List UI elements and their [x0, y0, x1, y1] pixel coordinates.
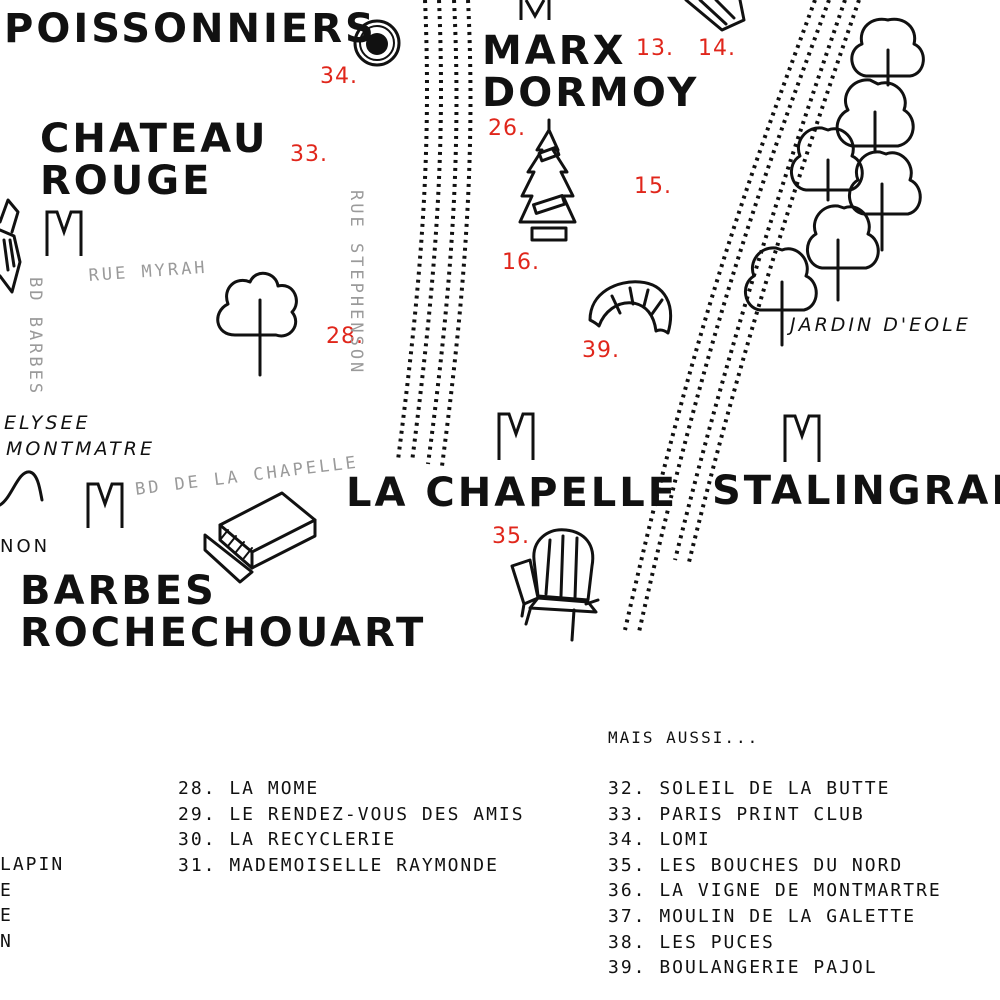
legend-item: N — [0, 930, 13, 952]
street-bd-barbes: BD BARBES — [25, 277, 45, 397]
station-poissonniers: POISSONNIERS — [4, 6, 377, 52]
cinema-seat-icon — [510, 528, 600, 642]
marker-13: 13. — [636, 36, 674, 61]
legend-item: 37. MOULIN DE LA GALETTE — [608, 905, 917, 927]
metro-icon — [45, 0, 821, 528]
station-marx-dormoy: MARX DORMOY — [482, 28, 700, 116]
station-barbes-rochechouart: BARBES ROCHECHOUART — [20, 568, 427, 656]
legend-item: 28. LA MOME — [178, 778, 320, 799]
legend-item: 30. LA RECYCLERIE — [178, 829, 397, 851]
legend-item: 32. SOLEIL DE LA BUTTE — [608, 778, 891, 799]
legend-left-fragments: LAPIN E E N — [0, 852, 64, 954]
legend-item: E — [0, 879, 13, 901]
marker-16: 16. — [502, 250, 540, 275]
label-montmatre: MONTMATRE — [6, 438, 155, 460]
legend-middle-column: 28. LA MOME 29. LE RENDEZ-VOUS DES AMIS … — [178, 776, 525, 878]
station-stalingrad: STALINGRAD — [712, 468, 1000, 514]
legend-item: 39. BOULANGERIE PAJOL — [608, 957, 878, 979]
marker-15: 15. — [634, 174, 672, 199]
legend-item: LAPIN — [0, 854, 65, 875]
legend-item: E — [0, 905, 13, 927]
air-freshener-icon — [518, 118, 577, 242]
legend-item: 34. LOMI — [608, 829, 711, 851]
brush-icon — [0, 198, 22, 294]
station-la-chapelle: LA CHAPELLE — [346, 470, 679, 516]
label-partial-non: NON — [0, 536, 51, 557]
legend-item: 35. LES BOUCHES DU NORD — [608, 854, 904, 876]
matchbox-icon — [203, 491, 317, 584]
legend-item: 38. LES PUCES — [608, 931, 775, 953]
wave-icon — [0, 470, 44, 507]
coffee-cup-icon — [353, 19, 401, 67]
station-chateau-rouge: CHATEAU ROUGE — [40, 116, 269, 204]
street-rue-stephenson: RUE STEPHENSON — [346, 190, 366, 376]
marker-14: 14. — [698, 36, 736, 61]
marker-26: 26. — [488, 116, 526, 141]
marker-33: 33. — [290, 142, 328, 167]
label-jardin-d-eole: JARDIN D'EOLE — [790, 314, 971, 336]
pencil-icon — [684, 0, 746, 32]
croissant-icon — [588, 280, 673, 335]
rail-track-left — [396, 0, 473, 467]
forest-icon — [744, 17, 925, 347]
marker-34: 34. — [320, 64, 358, 89]
marker-35: 35. — [492, 524, 530, 549]
marker-39: 39. — [582, 338, 620, 363]
legend-item: 29. LE RENDEZ-VOUS DES AMIS — [178, 803, 525, 825]
legend-item: 36. LA VIGNE DE MONTMARTRE — [608, 880, 942, 902]
tree-icon — [216, 271, 298, 377]
label-elysee: ELYSEE — [4, 412, 91, 434]
legend-item: 31. MADEMOISELLE RAYMONDE — [178, 854, 499, 876]
legend-mais-aussi: 32. SOLEIL DE LA BUTTE 33. PARIS PRINT C… — [608, 776, 942, 981]
legend-heading-mais-aussi: MAIS AUSSI... — [608, 728, 760, 747]
marker-28: 28. — [326, 324, 364, 349]
legend-item: 33. PARIS PRINT CLUB — [608, 803, 865, 825]
